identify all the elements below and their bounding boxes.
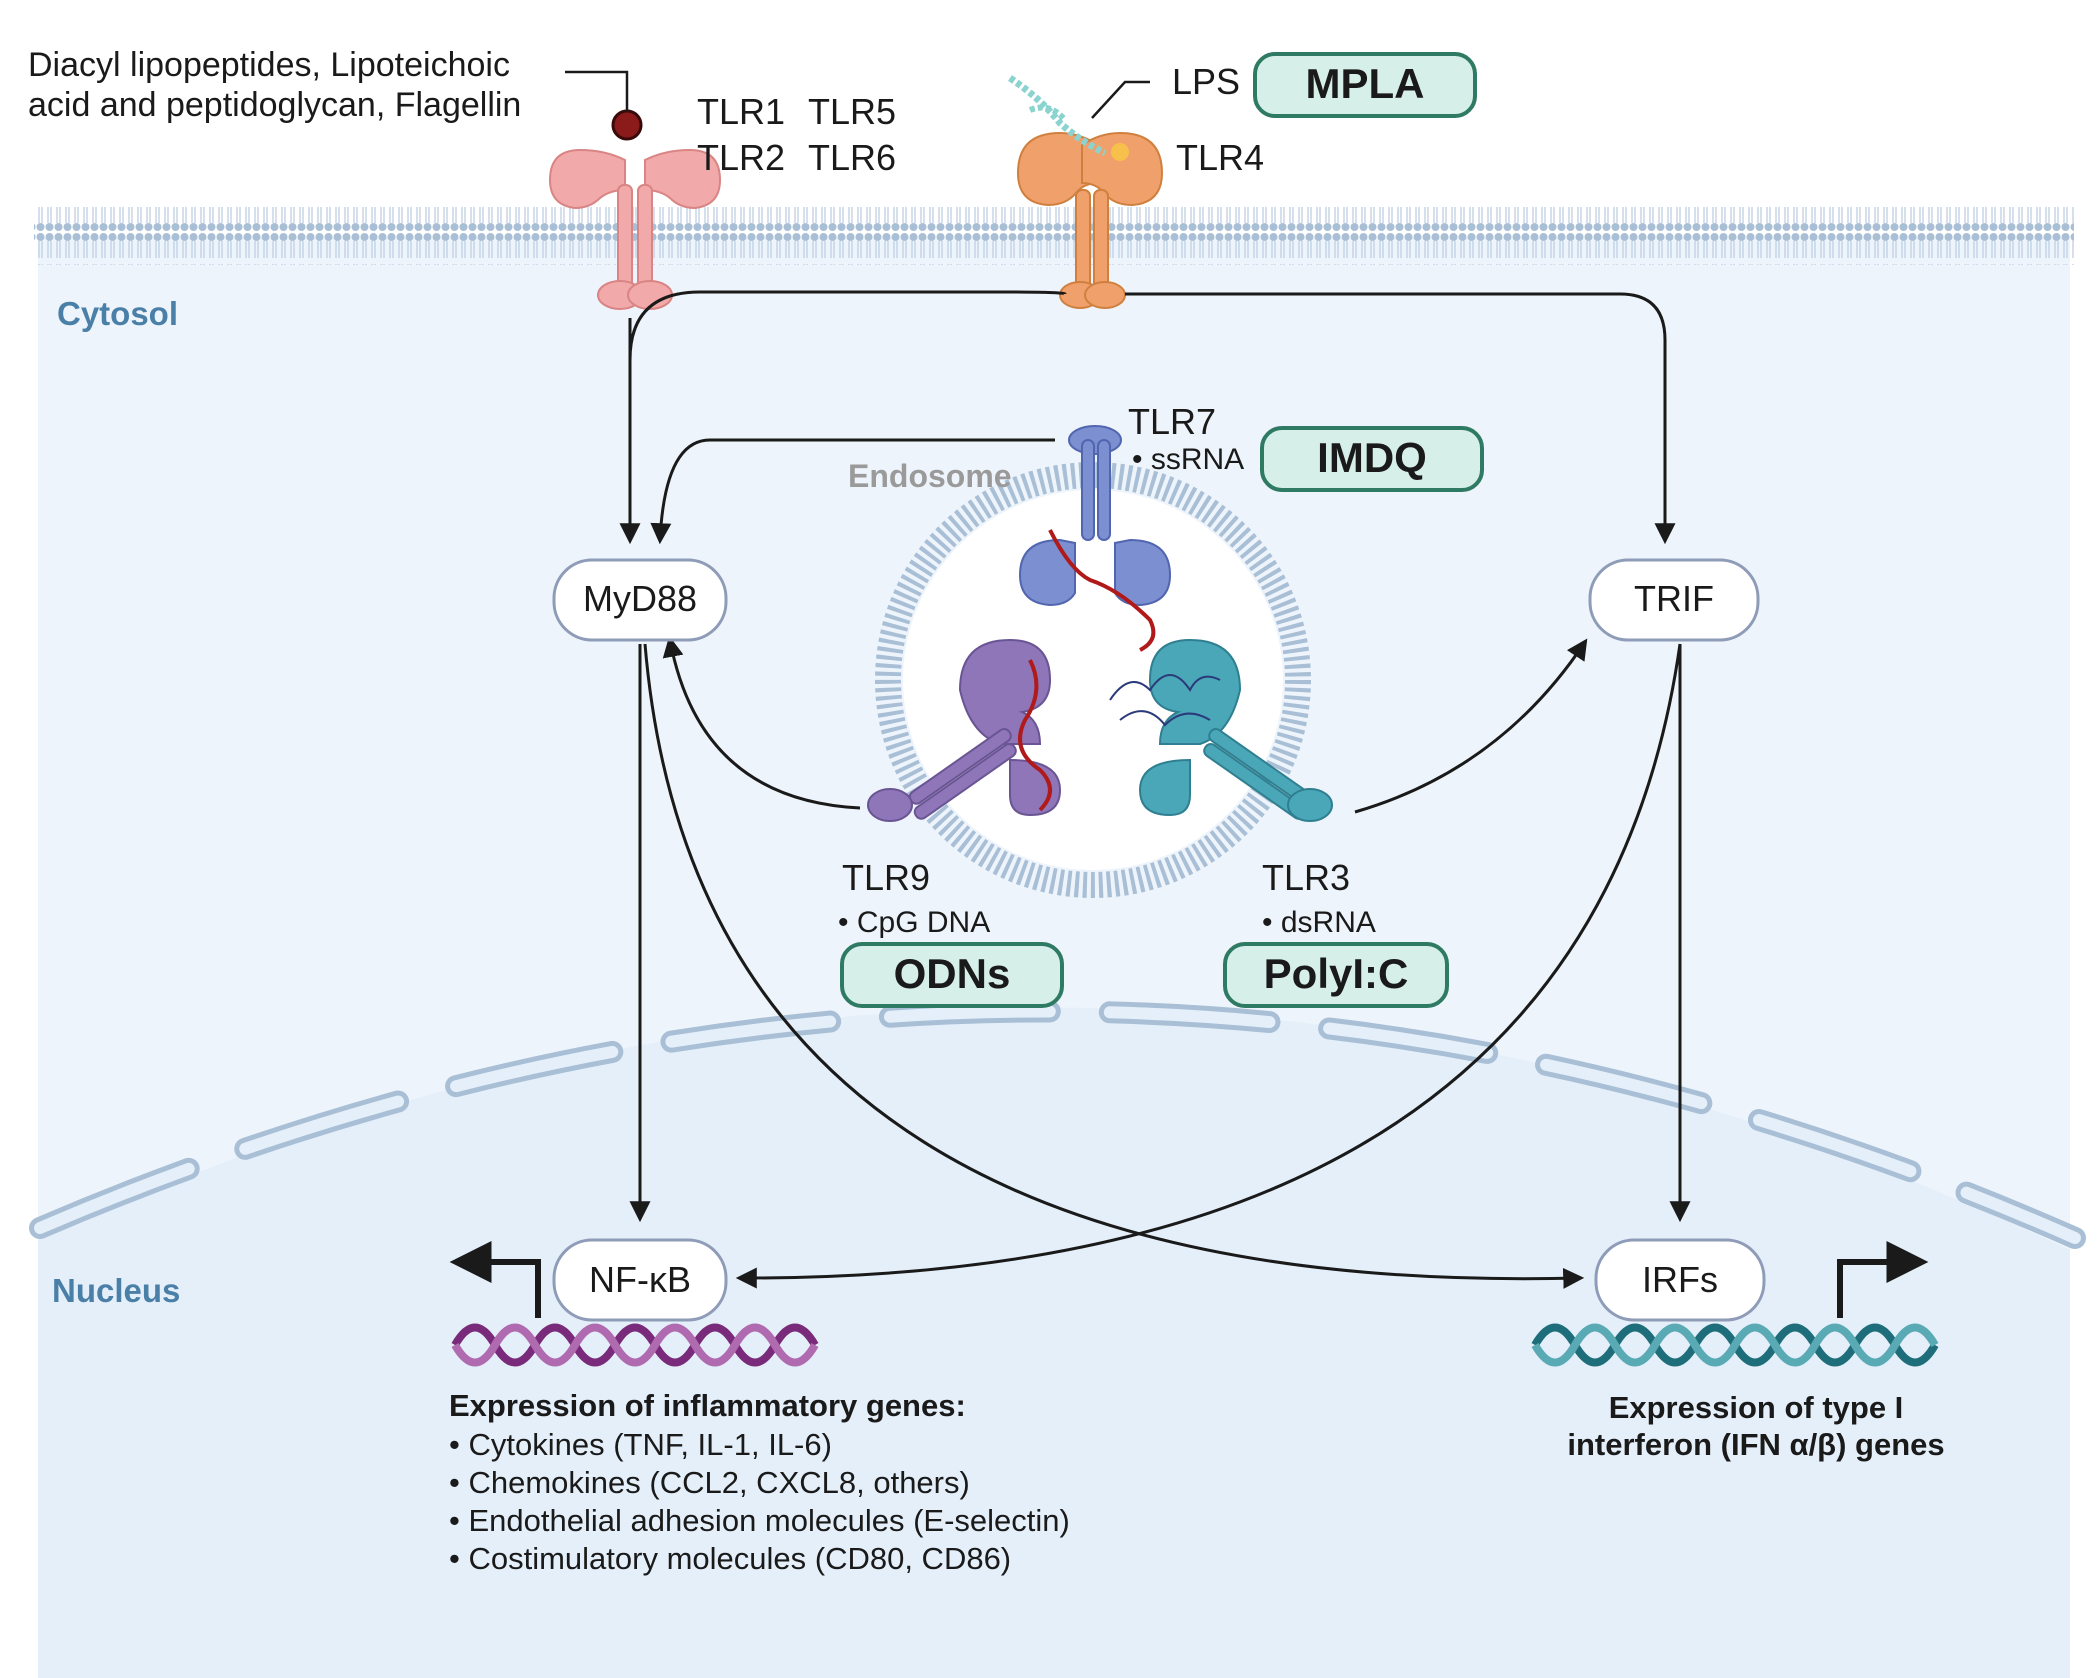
tlr4-label: TLR4 [1176, 137, 1264, 178]
inflammatory-item: • Costimulatory molecules (CD80, CD86) [449, 1541, 1011, 1576]
tlr7-receptor-icon [1018, 425, 1172, 607]
tlr1-tlr2-receptor-icon [548, 148, 722, 310]
plasma-membrane [34, 207, 2074, 265]
tlr5-label: TLR5 [808, 91, 896, 132]
tlr9-ligand-label: • CpG DNA [838, 906, 990, 939]
imdq-label: IMDQ [1317, 434, 1427, 481]
trif-node: TRIF [1588, 558, 1760, 642]
myd88-label: MyD88 [583, 578, 697, 619]
irf-dna-icon [1531, 1323, 1939, 1367]
endosome-membrane [875, 462, 1311, 898]
inflammatory-item: • Cytokines (TNF, IL-1, IL-6) [449, 1427, 832, 1462]
tlr3-ligand-label: • dsRNA [1262, 906, 1376, 939]
nucleus-region [38, 1007, 2070, 1678]
nucleus-label: Nucleus [52, 1272, 180, 1309]
irfs-label: IRFs [1642, 1259, 1718, 1300]
irfs-node: IRFs [1594, 1238, 1766, 1322]
lps-label: LPS [1172, 61, 1240, 102]
inflammatory-title: Expression of inflammatory genes: [449, 1388, 966, 1423]
nfkb-node: NF-κB [552, 1238, 728, 1322]
ligand-dot-icon [611, 109, 643, 141]
nfkb-dna-icon [451, 1323, 819, 1367]
bacterial-ligands-line1: Diacyl lipopeptides, Lipoteichoic [28, 46, 510, 84]
cytosol-label: Cytosol [57, 295, 178, 332]
lps-chain-icon [1008, 75, 1107, 157]
polyic-badge: PolyI:C [1223, 942, 1449, 1008]
bacterial-ligands-line2: acid and peptidoglycan, Flagellin [28, 86, 521, 124]
myd88-node: MyD88 [552, 558, 728, 642]
trif-label: TRIF [1634, 578, 1714, 619]
tlr3-label: TLR3 [1262, 857, 1350, 898]
inflammatory-item: • Chemokines (CCL2, CXCL8, others) [449, 1465, 970, 1500]
interferon-line1: Expression of type I [1609, 1390, 1904, 1425]
interferon-line2: interferon (IFN α/β) genes [1567, 1427, 1944, 1462]
odns-label: ODNs [894, 950, 1011, 997]
nfkb-label: NF-κB [589, 1259, 691, 1300]
tlr6-label: TLR6 [808, 137, 896, 178]
endosome-label: Endosome [848, 458, 1012, 494]
tlr7-ligand-label: • ssRNA [1132, 443, 1244, 476]
tlr1-label: TLR1 [697, 91, 785, 132]
inflammatory-item: • Endothelial adhesion molecules (E-sele… [449, 1503, 1070, 1538]
odns-badge: ODNs [840, 942, 1064, 1008]
mpla-badge: MPLA [1253, 52, 1477, 118]
tlr7-label: TLR7 [1128, 401, 1216, 442]
imdq-badge: IMDQ [1260, 426, 1484, 492]
tlr9-label: TLR9 [842, 857, 930, 898]
tlr2-label: TLR2 [697, 137, 785, 178]
tlr4-receptor-icon [1016, 131, 1164, 309]
signaling-arrows [449, 290, 1929, 1318]
mpla-label: MPLA [1306, 60, 1425, 107]
polyic-label: PolyI:C [1264, 950, 1409, 997]
